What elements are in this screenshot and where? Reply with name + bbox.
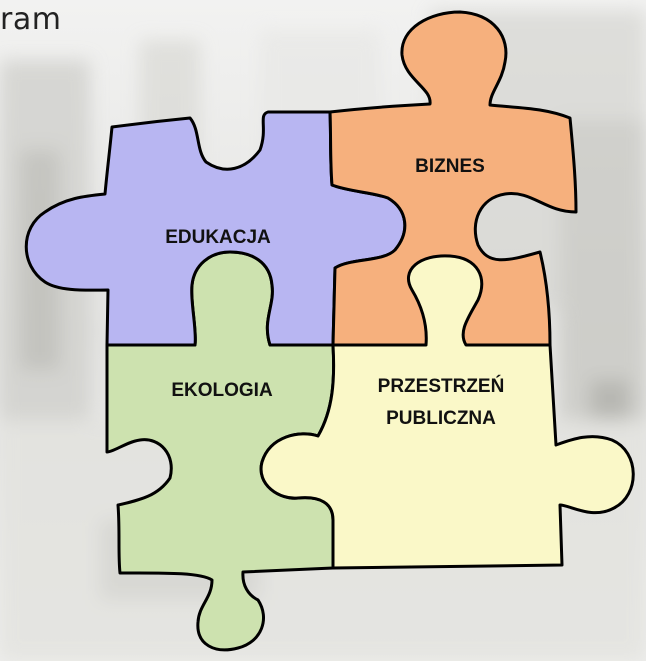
ekologia-label: EKOLOGIA bbox=[171, 380, 273, 401]
edukacja-piece[interactable] bbox=[24, 110, 407, 347]
biznes-label: BIZNES bbox=[415, 156, 485, 177]
edukacja-label: EDUKACJA bbox=[165, 227, 271, 248]
przestrzen-label-line2: PUBLICZNA bbox=[386, 408, 496, 429]
przestrzen-label-line1: PRZESTRZEŃ bbox=[378, 375, 505, 397]
slide-heading: ram bbox=[0, 2, 62, 37]
przestrzen-piece[interactable] bbox=[259, 254, 635, 570]
biznes-piece[interactable] bbox=[328, 10, 578, 347]
